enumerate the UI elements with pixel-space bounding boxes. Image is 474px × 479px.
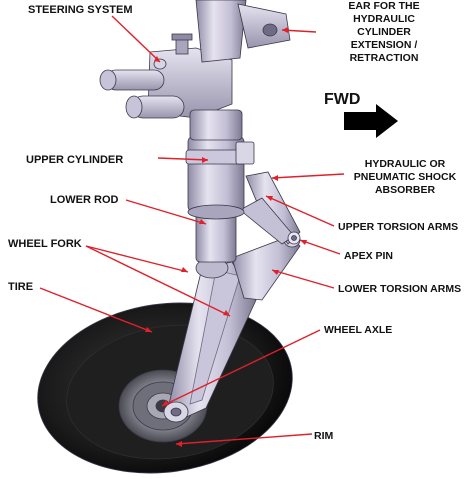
- svg-text:HYDRAULIC: HYDRAULIC: [353, 13, 415, 25]
- label-ear: EAR FOR THE HYDRAULIC CYLINDER EXTENSION…: [348, 0, 419, 64]
- leader-wheel-fork-b: [85, 245, 231, 317]
- svg-text:EAR FOR THE: EAR FOR THE: [348, 0, 419, 12]
- leader-steering-system: [111, 15, 161, 63]
- apex-pin: [287, 231, 301, 245]
- landing-gear-drawing: [37, 0, 301, 474]
- leader-apex-pin: [299, 239, 341, 255]
- svg-text:EXTENSION /: EXTENSION /: [351, 39, 418, 51]
- label-wheel-fork: WHEEL FORK: [8, 238, 82, 250]
- leader-wheel-fork-a: [85, 245, 189, 273]
- fwd-label: FWD: [324, 91, 360, 108]
- leader-lower-rod: [125, 199, 207, 225]
- labels: STEERING SYSTEM EAR FOR THE HYDRAULIC CY…: [8, 0, 461, 442]
- svg-text:PNEUMATIC SHOCK: PNEUMATIC SHOCK: [354, 171, 457, 183]
- fwd-indicator: FWD: [324, 91, 398, 138]
- svg-text:HYDRAULIC OR: HYDRAULIC OR: [365, 158, 446, 170]
- label-shock-absorber: HYDRAULIC OR PNEUMATIC SHOCK ABSORBER: [354, 158, 457, 196]
- label-steering-system: STEERING SYSTEM: [28, 4, 133, 16]
- svg-text:RETRACTION: RETRACTION: [350, 52, 419, 64]
- wheel-fork: [163, 257, 257, 423]
- label-apex-pin: APEX PIN: [344, 250, 393, 262]
- label-wheel-axle: WHEEL AXLE: [324, 324, 392, 336]
- label-lower-torsion-arms: LOWER TORSION ARMS: [338, 283, 461, 295]
- svg-text:ABSORBER: ABSORBER: [375, 184, 436, 196]
- label-rim: RIM: [314, 430, 334, 442]
- svg-text:CYLINDER: CYLINDER: [357, 26, 411, 38]
- leader-rim: [175, 433, 313, 447]
- leader-lower-torsion-arms: [271, 269, 335, 289]
- label-upper-cylinder: UPPER CYLINDER: [26, 154, 123, 166]
- upper-strut: [195, 0, 291, 63]
- steering-system: [99, 33, 243, 141]
- fwd-arrow-icon: [344, 104, 398, 138]
- lower-torsion-arm: [231, 232, 301, 301]
- leader-upper-torsion-arms: [265, 195, 335, 227]
- label-lower-rod: LOWER ROD: [50, 194, 118, 206]
- label-upper-torsion-arms: UPPER TORSION ARMS: [338, 221, 458, 233]
- label-tire: TIRE: [8, 281, 33, 293]
- leader-shock-absorber: [271, 173, 345, 181]
- leader-tire: [39, 287, 153, 333]
- leader-ear: [281, 27, 317, 33]
- leader-wheel-axle: [161, 329, 321, 407]
- leader-lines: [39, 15, 345, 447]
- upper-cylinder: [185, 135, 255, 220]
- leader-upper-cylinder: [157, 157, 209, 163]
